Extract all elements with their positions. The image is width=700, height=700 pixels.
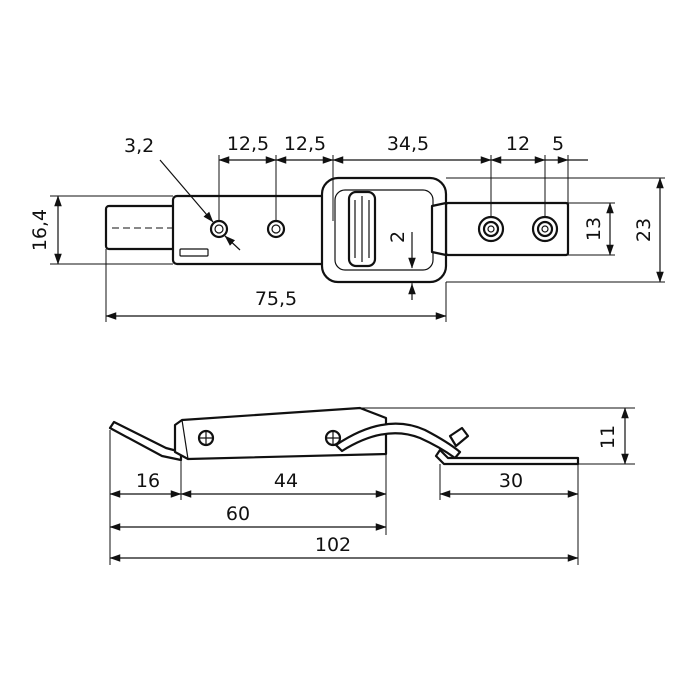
dim-label-width-left: 16,4 bbox=[29, 209, 51, 251]
dim-line-hole-leader bbox=[159, 159, 214, 223]
side-rivet bbox=[197, 429, 215, 447]
body-slot bbox=[179, 248, 209, 257]
side-body bbox=[173, 406, 388, 461]
dim-label-total-width: 23 bbox=[633, 218, 655, 242]
dim-label-hole-diameter: 3,2 bbox=[124, 135, 154, 157]
dim-label-total: 102 bbox=[315, 534, 351, 556]
catch-lip bbox=[430, 201, 448, 257]
dim-label-pitch-1: 12,5 bbox=[227, 133, 269, 155]
dim-label-plate-hole-pitch: 12 bbox=[506, 133, 530, 155]
dim-label-pitch-2: 12,5 bbox=[284, 133, 326, 155]
dim-label-bend: 16 bbox=[136, 470, 160, 492]
dim-label-plate-width: 13 bbox=[583, 217, 605, 241]
dim-label-hook-span: 34,5 bbox=[387, 133, 429, 155]
dim-label-lever: 60 bbox=[226, 503, 250, 525]
dim-label-height: 11 bbox=[597, 425, 619, 449]
dim-label-offset: 2 bbox=[387, 231, 409, 243]
body-hole bbox=[266, 219, 286, 239]
side-rivet bbox=[324, 429, 342, 447]
dim-label-plate-edge: 5 bbox=[552, 133, 564, 155]
side-view: 11 16 44 30 60 102 bbox=[108, 406, 635, 565]
dim-label-plate: 30 bbox=[499, 470, 523, 492]
plate-hole bbox=[531, 215, 559, 243]
wire-hook bbox=[320, 176, 448, 284]
body-hole bbox=[209, 219, 229, 239]
side-bent-tongue bbox=[108, 420, 183, 462]
dim-label-length: 75,5 bbox=[255, 288, 297, 310]
top-view: 3,2 12,5 12,5 34,5 12 5 16,4 2 13 23 75,… bbox=[29, 133, 665, 322]
plate-hole bbox=[477, 215, 505, 243]
dim-label-body: 44 bbox=[274, 470, 298, 492]
